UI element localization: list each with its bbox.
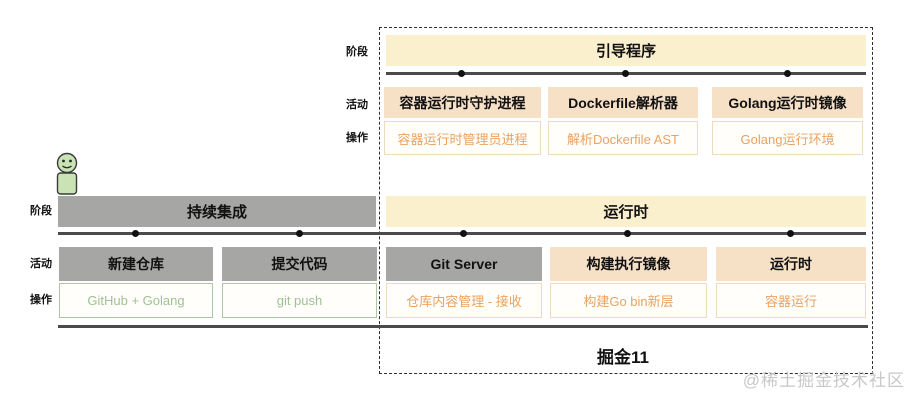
bottom-activity-box: 构建执行镜像 xyxy=(550,247,707,281)
top-timeline-dot xyxy=(784,70,791,77)
dashed-boundary-box xyxy=(379,27,873,374)
bottom-operation-box: 仓库内容管理 - 接收 xyxy=(386,283,542,318)
bottom-activity-box: 提交代码 xyxy=(222,247,377,281)
top-operation-row-label: 操作 xyxy=(346,132,368,144)
bottom-timeline-dot xyxy=(460,230,467,237)
bottom-activity-box: 运行时 xyxy=(716,247,866,281)
top-activity-box: Golang运行时镜像 xyxy=(712,87,863,118)
top-operation-box: Golang运行环境 xyxy=(712,121,863,155)
bottom-timeline-dot xyxy=(787,230,794,237)
bottom-timeline-dot xyxy=(296,230,303,237)
bottom-activity-row-label: 活动 xyxy=(30,258,52,270)
bottom-timeline-dot xyxy=(132,230,139,237)
bottom-stage-bar-ci: 持续集成 xyxy=(58,196,376,227)
bottom-operation-row-label: 操作 xyxy=(30,294,52,306)
top-operation-box: 容器运行时管理员进程 xyxy=(384,121,541,155)
bottom-operation-box: git push xyxy=(222,283,377,318)
bottom-operation-box: GitHub + Golang xyxy=(59,283,213,318)
bottom-operation-box: 构建Go bin新层 xyxy=(550,283,707,318)
bottom-timeline-dot xyxy=(624,230,631,237)
bottom-operation-box: 容器运行 xyxy=(716,283,866,318)
diagram-caption: 掘金11 xyxy=(597,348,649,367)
bottom-activity-box: 新建仓库 xyxy=(59,247,213,281)
top-operation-box: 解析Dockerfile AST xyxy=(548,121,698,155)
person-icon xyxy=(56,152,78,195)
bottom-stage-row-label: 阶段 xyxy=(30,205,52,217)
top-activity-box: 容器运行时守护进程 xyxy=(384,87,541,118)
top-timeline-dot xyxy=(622,70,629,77)
top-stage-row-label: 阶段 xyxy=(346,46,368,58)
bottom-stage-bar-runtime: 运行时 xyxy=(386,196,866,227)
top-stage-bar: 引导程序 xyxy=(386,35,866,66)
bottom-closing-line xyxy=(58,325,868,328)
top-activity-row-label: 活动 xyxy=(346,99,368,111)
top-timeline-dot xyxy=(458,70,465,77)
top-activity-box: Dockerfile解析器 xyxy=(548,87,698,118)
watermark-text: @稀土掘金技术社区 xyxy=(742,371,905,390)
bottom-activity-box: Git Server xyxy=(386,247,542,281)
